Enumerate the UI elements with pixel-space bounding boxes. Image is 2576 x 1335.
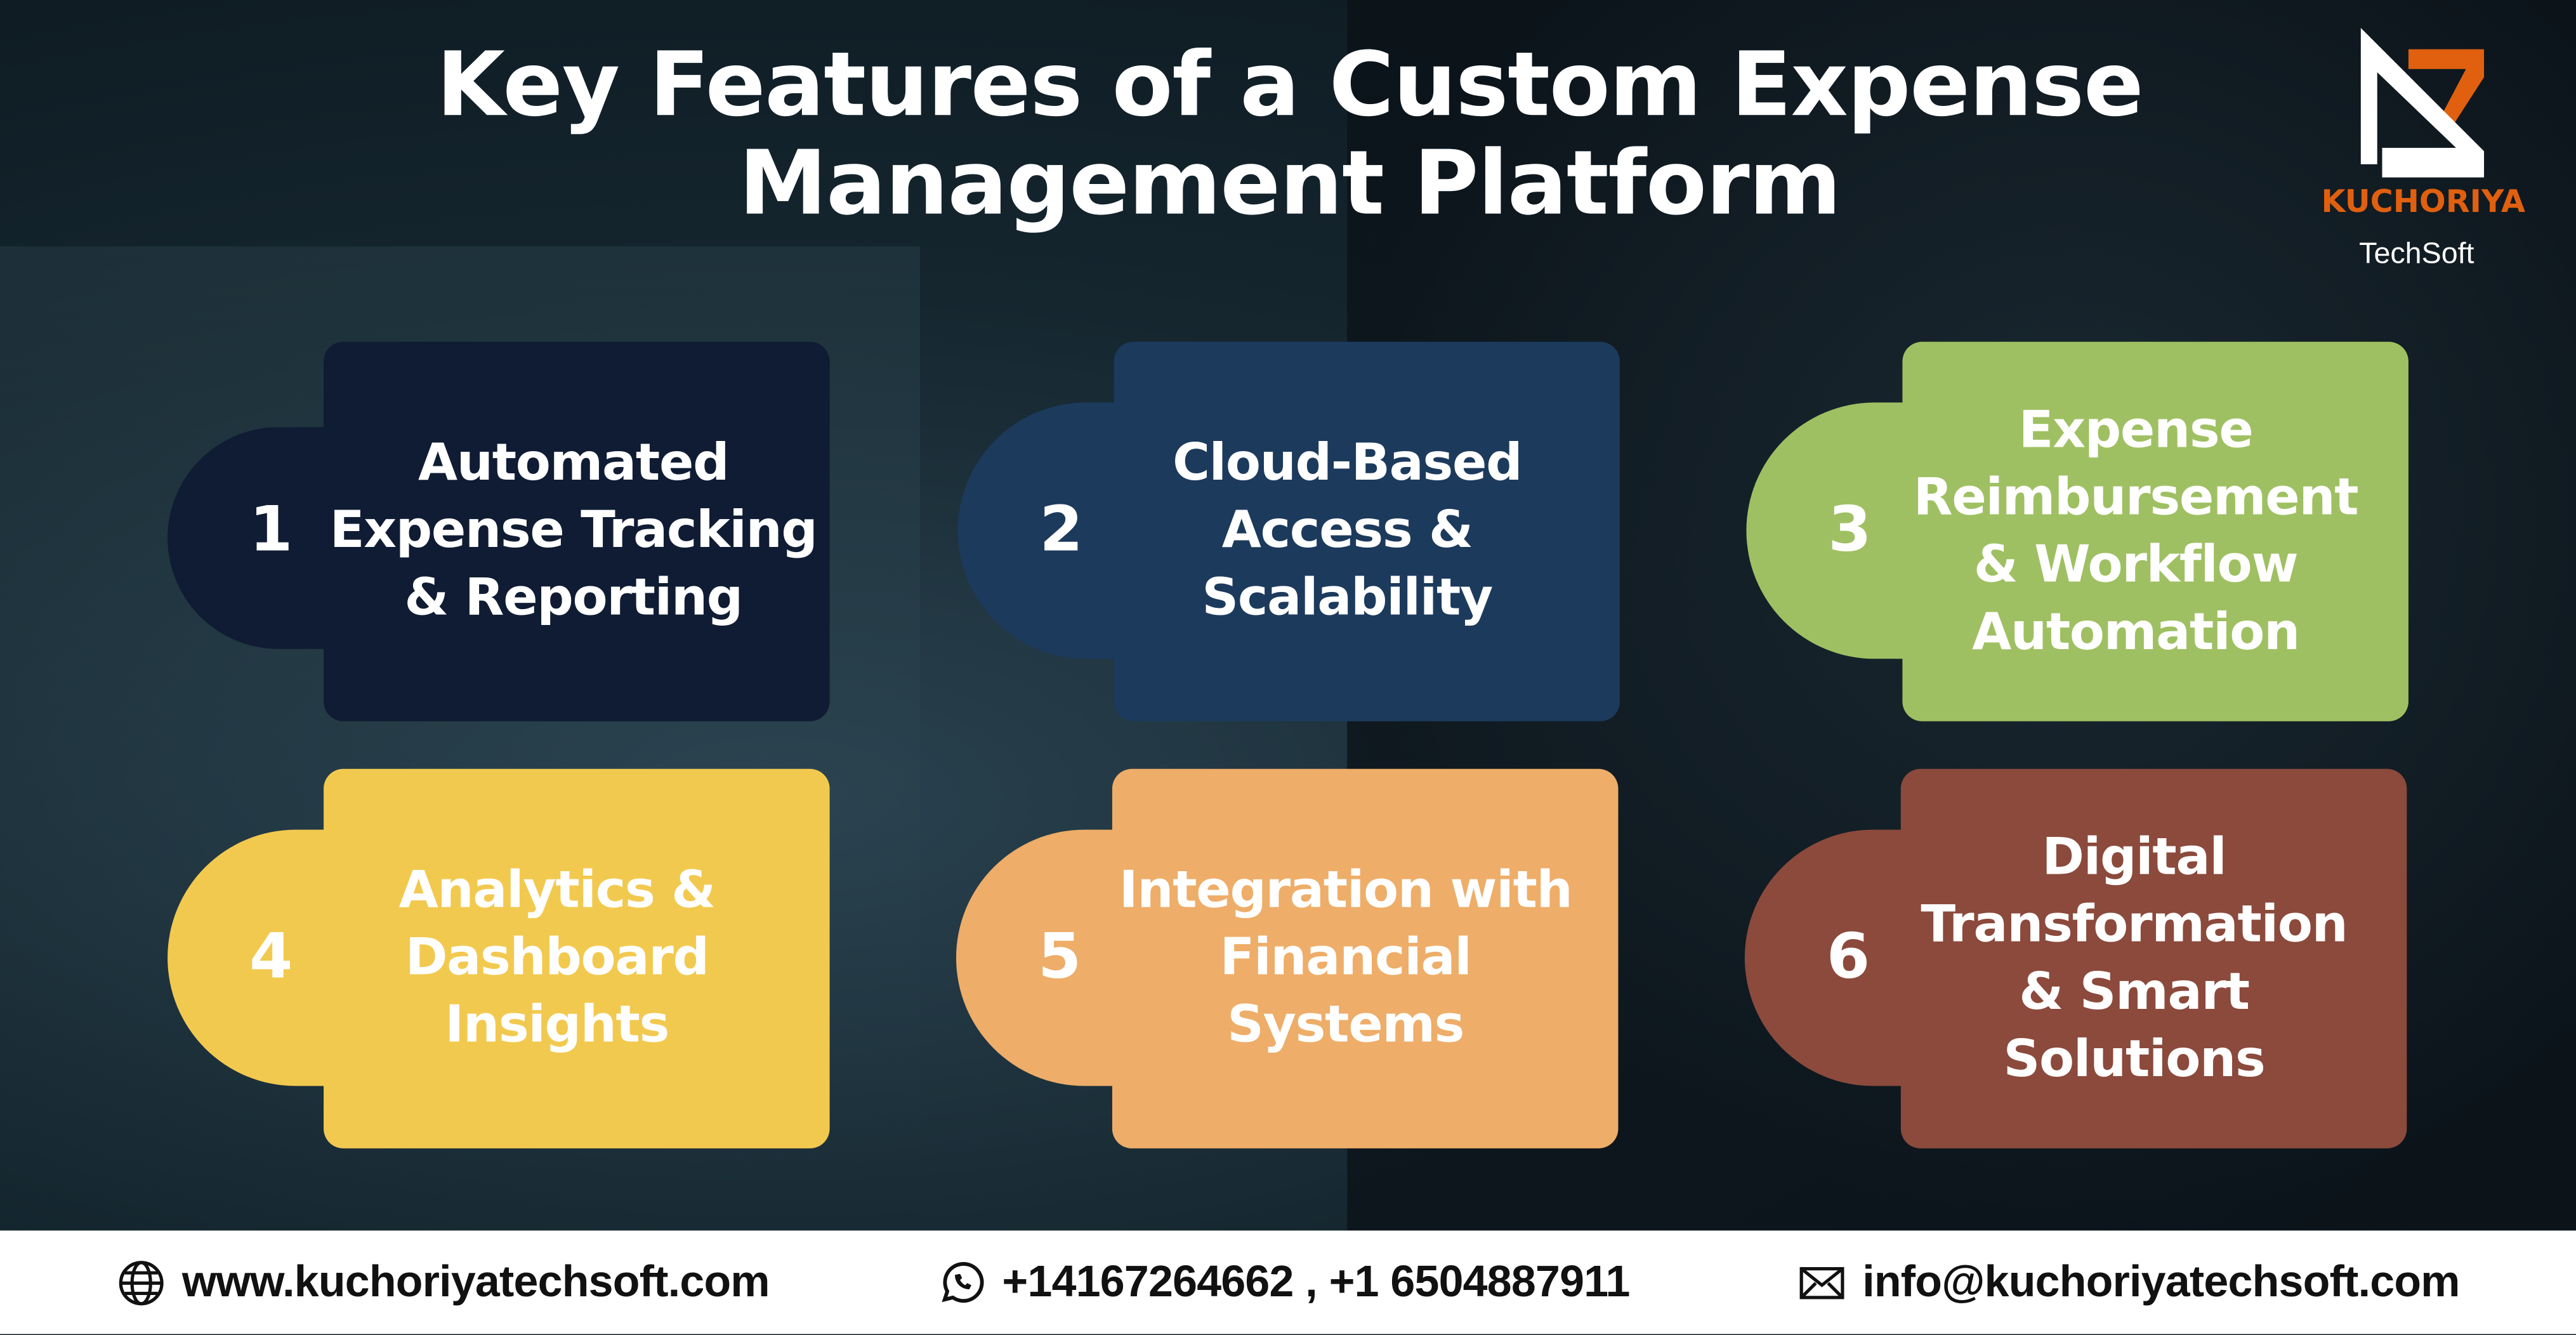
feature-label: Expense Reimbursement & Workflow Automat…	[1913, 400, 2359, 662]
card-body	[324, 341, 830, 721]
feature-number: 1	[249, 492, 293, 565]
website-text: www.kuchoriyatechsoft.com	[181, 1256, 770, 1306]
phone-link[interactable]: +14167264662 , +1 6504887911	[936, 1257, 1630, 1308]
logo-subtitle: TechSoft	[2359, 236, 2474, 270]
card-body	[1902, 341, 2408, 721]
envelope-icon	[1799, 1266, 1844, 1299]
card-body	[1900, 768, 2407, 1148]
email-text: info@kuchoriyatechsoft.com	[1862, 1256, 2460, 1306]
whatsapp-icon	[942, 1261, 984, 1302]
card-body	[1114, 341, 1620, 721]
globe-icon	[119, 1259, 164, 1305]
feature-number: 5	[1037, 920, 1082, 992]
card-body	[324, 768, 830, 1148]
feature-number: 4	[249, 920, 293, 992]
card-body	[1112, 768, 1619, 1148]
feature-label: Cloud-Based Access & Scalability	[1173, 433, 1523, 628]
page-title: Key Features of a Custom Expense Managem…	[436, 32, 2144, 235]
logo-name: KUCHORIYA	[2321, 184, 2525, 220]
feature-number: 2	[1039, 492, 1083, 565]
feature-label: Integration with Financial Systems	[1119, 860, 1573, 1055]
feature-label: Digital Transformation & Smart Solutions	[1921, 827, 2348, 1089]
company-logo: KUCHORIYA TechSoft	[2300, 20, 2546, 270]
website-link[interactable]: www.kuchoriyatechsoft.com	[116, 1256, 770, 1308]
logo-mark-icon	[2360, 28, 2485, 178]
contact-footer: www.kuchoriyatechsoft.com +14167264662 ,…	[0, 1230, 2576, 1334]
phone-text: +14167264662 , +1 6504887911	[1002, 1256, 1630, 1306]
feature-label: Automated Expense Tracking & Reporting	[329, 433, 818, 628]
card-tab	[168, 427, 348, 649]
email-link[interactable]: info@kuchoriyatechsoft.com	[1797, 1257, 2460, 1308]
feature-number: 6	[1826, 920, 1870, 992]
feature-number: 3	[1828, 492, 1872, 565]
feature-label: Analytics & Dashboard Insights	[398, 860, 716, 1055]
